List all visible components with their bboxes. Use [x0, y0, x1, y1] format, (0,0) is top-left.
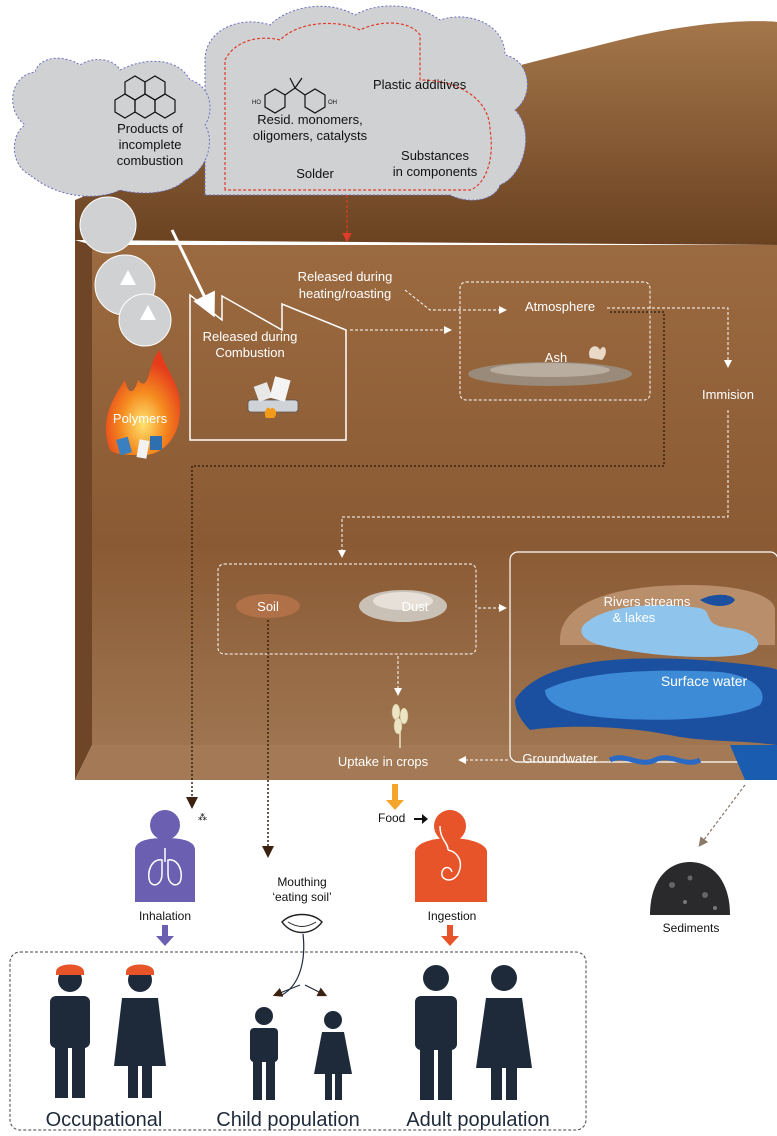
sediments-label: Sediments [663, 921, 720, 935]
atmosphere-to-immision-arrow [607, 307, 732, 368]
food-arrow-icon [386, 784, 404, 810]
uptake-crops-label: Uptake in crops [338, 754, 429, 769]
inhalation-arrow-icon [156, 925, 174, 946]
resid-line1: Resid. monomers, [257, 112, 362, 127]
rivers-line1: Rivers streams [604, 594, 691, 609]
food-right-arrow-icon [414, 814, 428, 824]
occupational-label: Occupational [46, 1109, 163, 1131]
soil-pile [236, 594, 300, 618]
child-label: Child population [216, 1109, 359, 1131]
chem-oh: OH [328, 100, 337, 106]
dust-label: Dust [402, 599, 429, 614]
solder-label: Solder [296, 166, 334, 181]
water-to-sediments-arrow [698, 784, 746, 847]
pah-structure-icon [114, 75, 176, 119]
earth-bottom [75, 745, 777, 780]
polymers-label: Polymers [113, 411, 168, 426]
dust-pile-top [373, 592, 433, 610]
ash-label: Ash [545, 350, 567, 365]
resid-line2: oligomers, catalysts [253, 128, 368, 143]
lake-shape [581, 605, 759, 657]
immision-label: Immision [702, 387, 754, 402]
released-heating-line2: heating/roasting [299, 286, 392, 301]
products-line2: incomplete [119, 137, 182, 152]
adult-woman-icon [476, 965, 532, 1100]
mouthing-arrow-right [304, 984, 328, 997]
stomach-icon [439, 825, 462, 881]
chem-ho: HO [252, 100, 261, 106]
inhalation-body-icon [135, 810, 197, 902]
ingestion-body-icon [415, 810, 487, 902]
mouthing-arrow-left [272, 984, 301, 997]
ingestion-label: Ingestion [428, 909, 477, 923]
surface-water-light [545, 670, 763, 720]
occupational-woman-icon [114, 964, 166, 1098]
inhalation-label: Inhalation [139, 909, 191, 923]
mouthing-line1: Mouthing [277, 875, 326, 889]
plastic-additives-label: Plastic additives [373, 77, 467, 92]
river-shape [700, 594, 735, 606]
water-side [730, 745, 777, 780]
adult-man-icon [415, 965, 457, 1100]
released-combustion-line2: Combustion [215, 345, 284, 360]
bisphenol-structure-icon [264, 77, 326, 114]
child-girl-icon [314, 1011, 352, 1100]
immision-to-soil-arrow [338, 410, 729, 558]
atmosphere-box [459, 281, 651, 401]
atmosphere-to-inhalation-arrow [186, 311, 665, 809]
combustion-arrow [170, 229, 215, 318]
products-line1: Products of [117, 121, 183, 136]
adult-label: Adult population [406, 1109, 549, 1131]
particles-icon: ⁂ [198, 812, 207, 822]
fire-icon [105, 350, 181, 459]
heating-arrow [404, 289, 507, 314]
groundwater-label: Groundwater [522, 751, 598, 766]
products-line3: combustion [117, 153, 183, 168]
substances-line1: Substances [401, 148, 469, 163]
surface-water-label: Surface water [661, 673, 748, 689]
ingestion-arrow-icon [441, 925, 459, 946]
cloud-red-outline [224, 22, 492, 191]
cloud-right [204, 5, 528, 201]
factory-outline [189, 293, 347, 441]
substances-line2: in components [393, 164, 478, 179]
soil-dust-box [217, 563, 477, 655]
crop-icon [391, 703, 409, 748]
occupational-man-icon [50, 964, 90, 1098]
food-label: Food [378, 811, 405, 825]
released-combustion-line1: Released during [203, 329, 298, 344]
lungs-icon [148, 848, 182, 886]
released-heating-line1: Released during [298, 269, 393, 284]
child-boy-icon [250, 1007, 278, 1100]
mouthing-line2: ‘eating soil’ [272, 890, 331, 904]
cloud-left [12, 57, 211, 347]
ash-smoke-icon [589, 346, 606, 360]
groundwater-wave-icon [608, 755, 702, 765]
rivers-line2: & lakes [613, 610, 656, 625]
atmosphere-label: Atmosphere [525, 299, 595, 314]
populations-box [9, 951, 587, 1131]
mouth-icon [281, 913, 323, 934]
soil-label: Soil [257, 599, 279, 614]
sediments-icon [650, 862, 730, 915]
ash-pile-top [490, 363, 610, 377]
earth-side [75, 240, 92, 780]
mouthing-line [281, 933, 305, 996]
